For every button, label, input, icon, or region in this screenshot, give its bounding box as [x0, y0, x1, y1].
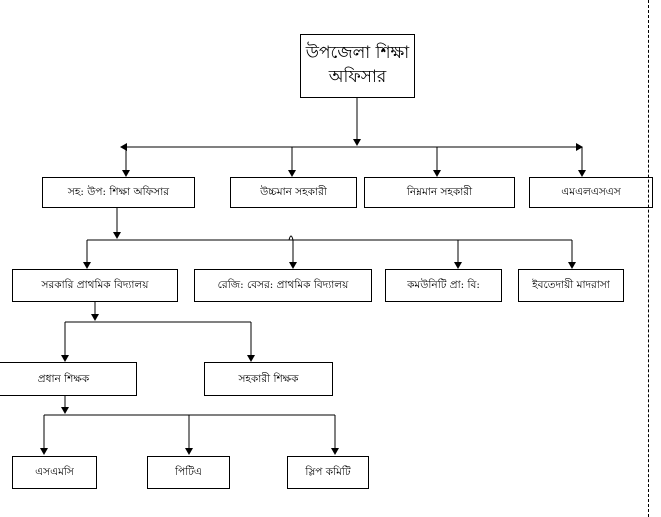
- node-assistant-teacher: সহকারী শিক্ষক: [204, 362, 333, 396]
- node-upazila-officer-line1: উপজেলা শিক্ষা: [305, 43, 410, 64]
- connector-bus-jog: [288, 235, 294, 241]
- page-margin-line: [648, 0, 649, 517]
- node-registered-private-primary-school: রেজি: বেসর: প্রাথমিক বিদ্যালয়: [194, 269, 372, 302]
- node-ebtedayee-madrasa: ইবতেদায়ী মাদরাসা: [518, 269, 624, 302]
- node-lower-assistant-label: নিম্নমান সহকারী: [406, 186, 473, 199]
- node-upazila-education-officer: উপজেলা শিক্ষা অফিসার: [300, 34, 415, 98]
- node-smc-label: এসএমসি: [35, 466, 74, 479]
- node-pta-label: পিটিএ: [175, 466, 202, 479]
- node-slip-committee-label: স্লিপ কমিটি: [305, 466, 351, 479]
- node-asst-teacher-label: সহকারী শিক্ষক: [238, 372, 299, 385]
- node-head-teacher: প্রধান শিক্ষক: [0, 362, 137, 396]
- node-govt-primary-label: সরকারি প্রাথমিক বিদ্যালয়: [41, 279, 149, 292]
- node-mlss: এমএলএসএস: [529, 177, 653, 208]
- node-mlss-label: এমএলএসএস: [561, 186, 621, 199]
- node-asst-officer-label: সহ: উপ: শিক্ষা অফিসার: [67, 186, 170, 199]
- node-community-label: কমউনিটি প্রা: বি:: [407, 279, 480, 292]
- node-slip-committee: স্লিপ কমিটি: [287, 456, 369, 489]
- node-upper-division-assistant: উচ্চমান সহকারী: [230, 177, 357, 208]
- node-govt-primary-school: সরকারি প্রাথমিক বিদ্যালয়: [12, 269, 178, 302]
- node-smc: এসএমসি: [12, 456, 97, 489]
- node-asst-upazila-education-officer: সহ: উপ: শিক্ষা অফিসার: [42, 177, 195, 208]
- node-pta: পিটিএ: [147, 456, 230, 489]
- node-upazila-officer-line2: অফিসার: [328, 67, 387, 87]
- node-head-teacher-label: প্রধান শিক্ষক: [37, 372, 90, 385]
- node-lower-division-assistant: নিম্নমান সহকারী: [364, 177, 515, 208]
- node-regd-private-label: রেজি: বেসর: প্রাথমিক বিদ্যালয়: [217, 279, 349, 292]
- node-ebtedayee-label: ইবতেদায়ী মাদরাসা: [532, 279, 610, 292]
- node-upper-assistant-label: উচ্চমান সহকারী: [260, 186, 327, 199]
- node-community-primary-school: কমউনিটি প্রা: বি:: [385, 269, 502, 302]
